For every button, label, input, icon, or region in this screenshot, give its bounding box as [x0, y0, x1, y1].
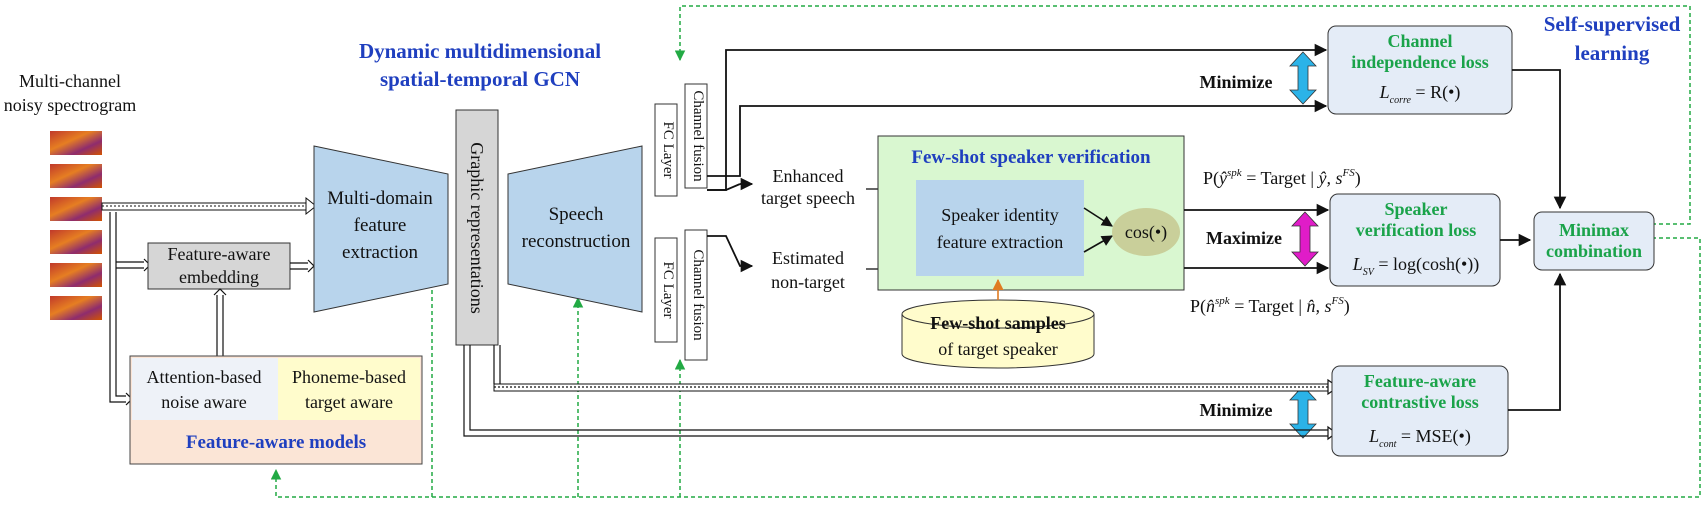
embedding-to-multidomain-arrow [290, 259, 315, 273]
input-to-multidomain-arrow [101, 196, 317, 216]
speech-reconstruction-label-1: Speech [549, 204, 604, 225]
phoneme-target-box [278, 358, 420, 420]
graphic-representations-box [455, 109, 499, 346]
maximize-label: Maximize [1206, 228, 1282, 248]
input-title-2: noisy spectrogram [4, 95, 136, 115]
estimated-label-2: non-target [771, 272, 845, 292]
spectrogram-2 [50, 164, 102, 188]
speaker-identity-label-2: feature extraction [937, 232, 1063, 252]
spkver-loss-title-1: Speaker [1385, 199, 1448, 219]
cos-similarity-node [1112, 208, 1180, 256]
self-supervised-feedback-lines [270, 5, 1701, 498]
minimax-label-1: Minimax [1559, 220, 1629, 240]
multi-domain-extraction-block [313, 145, 449, 313]
spectrogram-6 [50, 296, 102, 320]
spectrogram-1 [50, 131, 102, 155]
gcn-title-1: Dynamic multidimensional [359, 39, 601, 63]
fusion-output-lines [707, 43, 1328, 273]
channel-fusion-top-label: Channel fusion [690, 90, 706, 182]
speaker-identity-box [916, 180, 1084, 276]
gcn-title-2: spatial-temporal GCN [380, 67, 580, 91]
phoneme-target-label-2: target aware [305, 392, 393, 412]
speaker-identity-label-1: Speaker identity [941, 205, 1058, 225]
contrastive-loss-formula: Lcont = MSE(•) [1368, 426, 1471, 450]
minimax-combination-box [1533, 211, 1655, 271]
spectrogram-5 [50, 263, 102, 287]
feature-aware-embedding-label-2: embedding [179, 267, 259, 287]
few-shot-samples-label-1: Few-shot samples [930, 313, 1066, 333]
feedback-to-channel-fusion [674, 5, 1691, 225]
feature-aware-embedding-label-1: Feature-aware [168, 244, 271, 264]
few-shot-verification-title: Few-shot speaker verification [911, 147, 1151, 168]
fc-layer-top-label: FC Layer [660, 121, 676, 178]
fc-layer-bottom [654, 237, 678, 343]
prob-target-formula: P(ŷspk = Target | ŷ, sFS) [1203, 167, 1361, 189]
models-to-embedding-arrow [213, 288, 227, 356]
feature-aware-embedding-box [147, 242, 291, 290]
spectrogram-4 [50, 230, 102, 254]
fc-layer-top [654, 103, 678, 197]
maximize-double-arrow [1291, 211, 1319, 267]
contrastive-loss-title-1: Feature-aware [1364, 371, 1476, 391]
channel-loss-title-1: Channel [1387, 31, 1452, 51]
few-shot-samples-cylinder [901, 299, 1095, 369]
losses-to-minimax-arrows [1500, 69, 1567, 411]
channel-loss-title-2: independence loss [1351, 52, 1489, 72]
fc-layer-bottom-label: FC Layer [660, 261, 676, 318]
phoneme-target-label-1: Phoneme-based [292, 367, 406, 387]
minimax-label-2: combination [1546, 241, 1642, 261]
speech-reconstruction-label-2: reconstruction [522, 231, 631, 252]
minimize-bottom-label: Minimize [1200, 400, 1273, 420]
channel-fusion-bottom [684, 229, 708, 361]
multi-domain-label-2: feature [354, 215, 407, 236]
minimize-top-label: Minimize [1200, 72, 1273, 92]
contrastive-loss-box [1331, 365, 1509, 457]
channel-fusion-top [684, 83, 708, 189]
graphic-representations-label: Graphic representations [467, 142, 487, 313]
spectrogram-3 [50, 197, 102, 221]
feedback-to-bottom [1038, 237, 1701, 498]
channel-loss-formula: Lcorre = R(•) [1379, 82, 1461, 106]
self-supervised-title-2: learning [1575, 41, 1650, 65]
feedback-bottom-main [270, 468, 1038, 498]
multi-domain-label-3: extraction [342, 242, 418, 263]
enhanced-label-2: target speech [761, 188, 855, 208]
attention-noise-box [132, 358, 278, 420]
spkver-loss-title-2: verification loss [1356, 220, 1476, 240]
prob-nontarget-formula: P(n̂spk = Target | n̂, sFS) [1190, 295, 1350, 317]
multi-domain-label-1: Multi-domain [327, 188, 433, 209]
enhanced-label-1: Enhanced [773, 166, 844, 186]
attention-noise-label-1: Attention-based [147, 367, 262, 387]
input-branch-lines [109, 212, 151, 406]
contrastive-loss-title-2: contrastive loss [1361, 392, 1478, 412]
feature-aware-models-title: Feature-aware models [186, 432, 366, 453]
cos-output-lines [1184, 203, 1330, 275]
minimize-bottom-double-arrow [1289, 385, 1317, 439]
attention-noise-label-2: noise aware [161, 392, 246, 412]
estimated-label-1: Estimated [772, 248, 844, 268]
cos-label: cos(•) [1125, 222, 1167, 243]
channel-fusion-bottom-label: Channel fusion [690, 249, 706, 341]
few-shot-samples-label-2: of target speaker [938, 339, 1058, 359]
input-title-1: Multi-channel [19, 71, 121, 91]
spectrogram-stack [50, 131, 102, 320]
speech-reconstruction-block [507, 145, 643, 313]
graphic-to-contrastive-lines [463, 345, 1340, 441]
minimize-top-double-arrow [1289, 51, 1317, 105]
spkver-loss-formula: LSV = log(cosh(•)) [1352, 254, 1480, 278]
identity-to-cos-arrows [1083, 207, 1113, 253]
self-supervised-title-1: Self-supervised [1544, 12, 1681, 36]
